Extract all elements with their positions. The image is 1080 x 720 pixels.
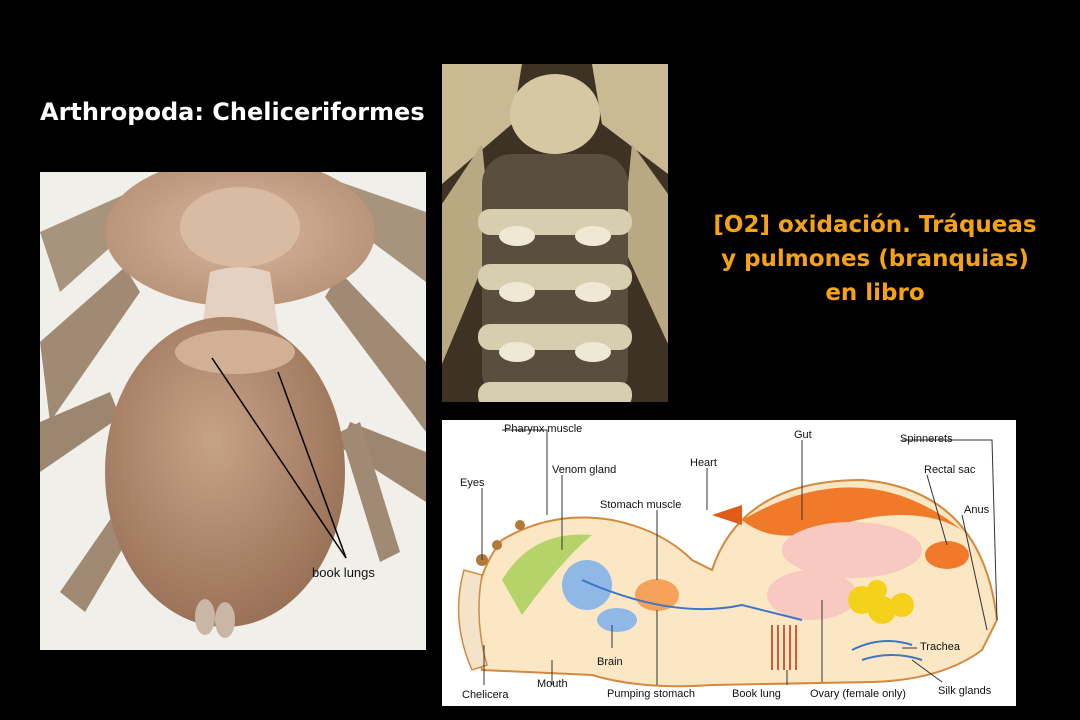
label-ovary: Ovary (female only) <box>810 688 906 700</box>
caption-line-1: [O2] oxidación. Tráqueas <box>713 212 1037 238</box>
label-heart: Heart <box>690 457 717 469</box>
label-trachea: Trachea <box>920 641 961 653</box>
spider-ventral-photo: book lungs <box>40 172 426 650</box>
spider-illustration: book lungs <box>40 172 426 650</box>
label-pharynx-muscle: Pharynx muscle <box>504 423 582 435</box>
slide-caption: [O2] oxidación. Tráqueas y pulmones (bra… <box>690 208 1060 310</box>
slide-title: Arthropoda: Cheliceriformes <box>40 98 425 126</box>
label-brain: Brain <box>597 656 623 668</box>
label-stomach-muscle: Stomach muscle <box>600 499 681 511</box>
label-gut: Gut <box>794 429 812 441</box>
label-anus: Anus <box>964 504 990 516</box>
scorpion-illustration <box>442 64 668 402</box>
label-pumping-stomach: Pumping stomach <box>607 688 695 700</box>
label-mouth: Mouth <box>537 678 568 690</box>
label-venom-gland: Venom gland <box>552 464 616 476</box>
label-spinnerets: Spinnerets <box>900 433 953 445</box>
caption-line-2: y pulmones (branquias) <box>721 246 1029 272</box>
caption-line-3: en libro <box>825 280 925 306</box>
label-rectal-sac: Rectal sac <box>924 464 976 476</box>
book-lungs-label: book lungs <box>312 565 375 580</box>
spider-anatomy-diagram: Pharynx muscle Gut Spinnerets Eyes Venom… <box>442 420 1016 706</box>
label-book-lung: Book lung <box>732 688 781 700</box>
anatomy-illustration: Pharynx muscle Gut Spinnerets Eyes Venom… <box>442 420 1016 706</box>
label-silk-glands: Silk glands <box>938 685 992 697</box>
scorpion-ventral-photo <box>442 64 668 402</box>
label-chelicera: Chelicera <box>462 689 509 701</box>
label-eyes: Eyes <box>460 477 485 489</box>
